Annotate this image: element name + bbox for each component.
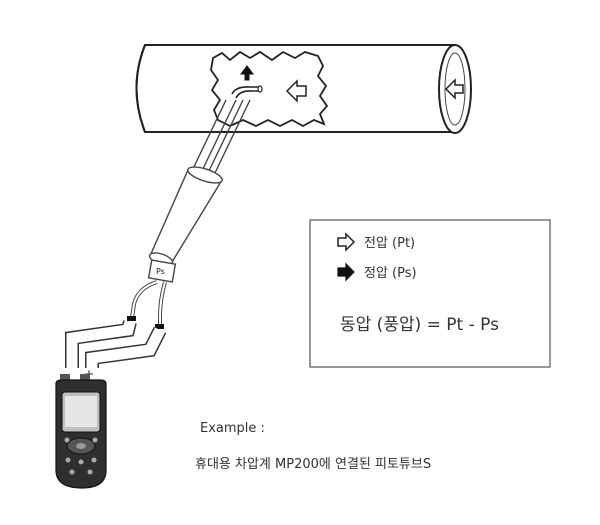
duct-flow-arrow-icon [444,78,464,100]
dynamic-pressure-formula: 동압 (풍압) = Pt - Ps [340,315,499,335]
hollow-arrow-left-icon [285,79,307,103]
pitot-handle [148,166,224,266]
legend-box: 전압 (Pt) 정압 (Ps) 동압 (풍압) = Pt - Ps [309,219,551,368]
pitot-stem [189,99,251,176]
hose-to-device [65,320,167,368]
mp200-device [55,374,107,489]
hose-split [127,280,167,329]
up-arrow-icon [240,65,254,81]
static-pressure-label: 정압 (Ps) [364,266,417,281]
hollow-arrow-right-icon [337,232,356,252]
solid-arrow-right-icon [337,262,355,282]
caption-description: 휴대용 차압계 MP200에 연결된 피토튜브S [195,457,431,472]
example-label: Example : [200,421,265,436]
total-pressure-label: 전압 (Pt) [364,236,415,251]
pitot-connector: Ps [147,259,177,283]
pitot-tip [231,85,263,99]
tube-tag: Ps [156,267,165,276]
